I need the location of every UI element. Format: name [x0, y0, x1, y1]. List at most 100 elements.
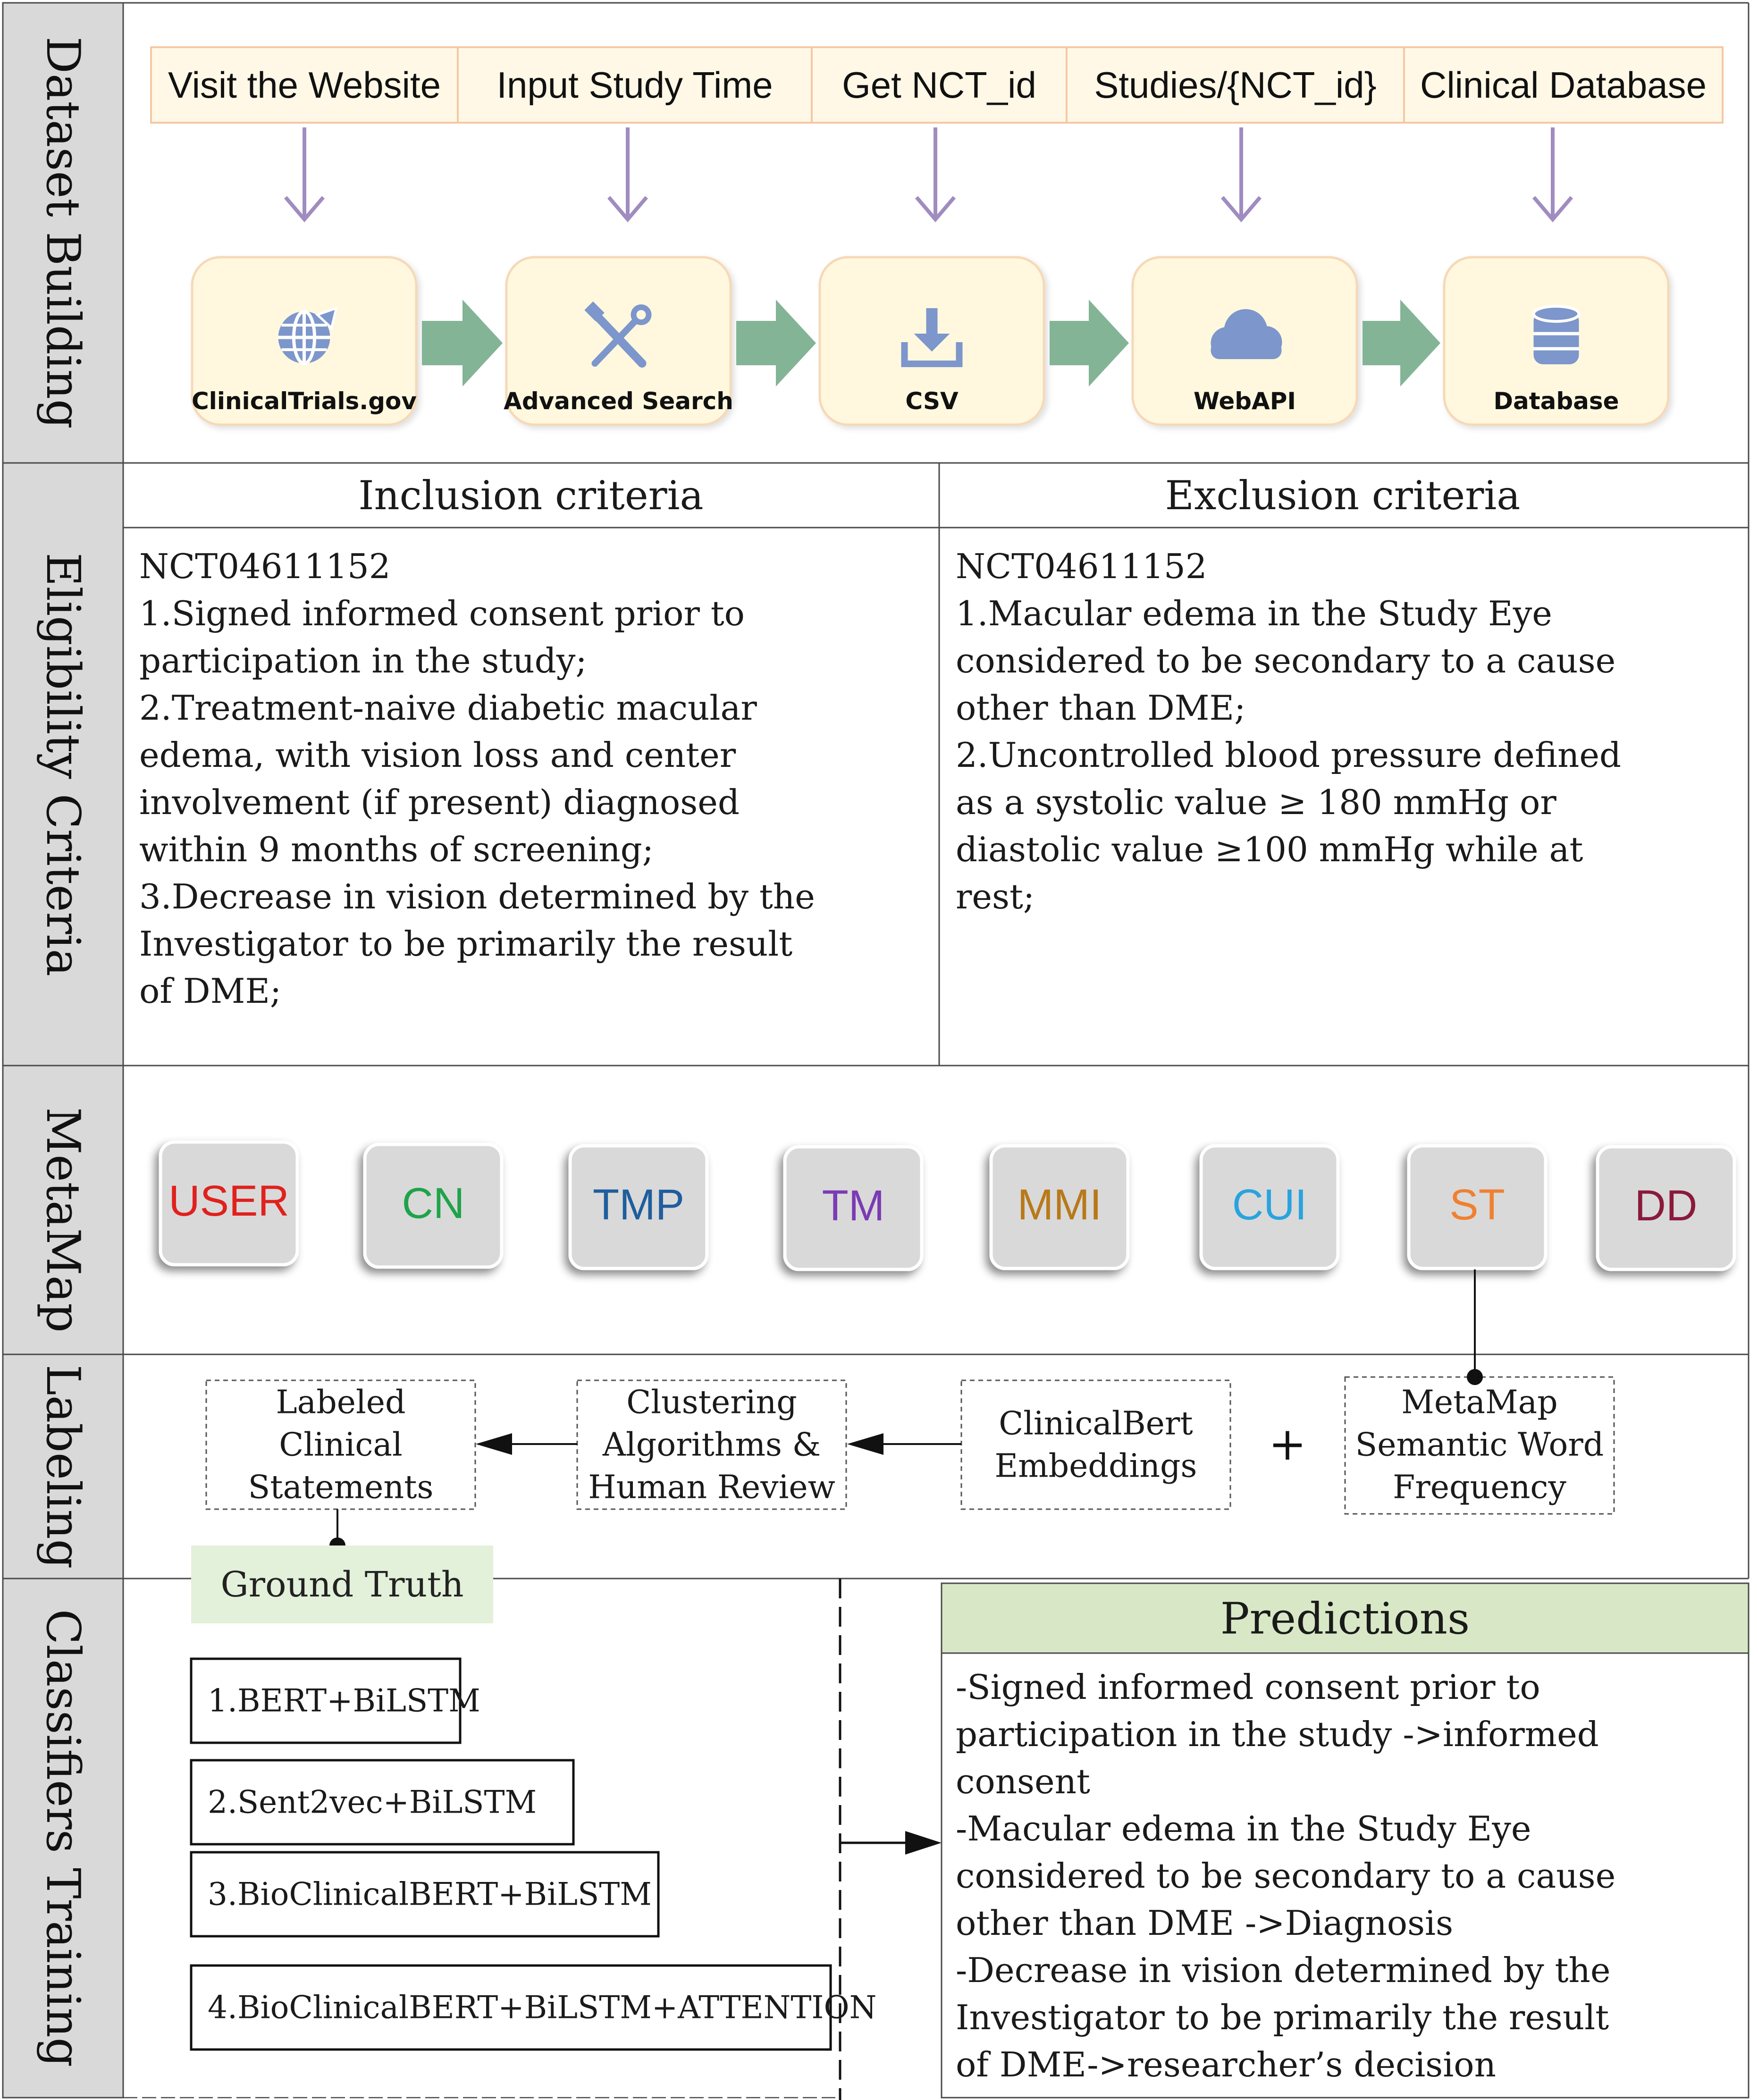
labeled-statements-line: Labeled — [276, 1384, 406, 1421]
metamap-tag-label: TMP — [593, 1181, 684, 1229]
step-down-arrow-head — [915, 196, 956, 223]
metamap-tag-label: ST — [1449, 1181, 1505, 1229]
section-label-classifiers-training: Classifiers Training — [36, 1609, 90, 2067]
inclusion-criteria-line: participation in the study; — [139, 641, 587, 680]
section-label-eligibility-criteria: Eligibility Criteria — [36, 553, 90, 976]
classifier-model-box — [190, 1851, 660, 1938]
step-box — [1403, 46, 1724, 124]
section-label-bg-labeling — [2, 1353, 124, 1579]
inclusion-criteria-line: involvement (if present) diagnosed — [139, 782, 740, 822]
step-down-arrow-head — [284, 196, 325, 223]
metamap-tag-cn: CN — [363, 1142, 504, 1269]
metamap-tag-box — [989, 1144, 1130, 1270]
inclusion-criteria-line: Investigator to be primarily the result — [139, 924, 792, 964]
section-label-dataset-building: Dataset Building — [36, 36, 90, 428]
step-down-arrow-head — [1532, 196, 1573, 223]
metamap-tags: USER CN TMP TM MMI CUI ST DD — [159, 1140, 1736, 1271]
step-box — [150, 46, 459, 124]
metamap-tag-st: ST — [1407, 1144, 1548, 1270]
metamap-tag-dd: DD — [1596, 1145, 1736, 1271]
clustering-line: Human Review — [588, 1469, 835, 1506]
globe-icon — [278, 306, 338, 365]
metamap-tag-box — [363, 1142, 504, 1269]
metamap-tag-user: USER — [159, 1140, 299, 1267]
predictions-title: Predictions — [1220, 1594, 1470, 1644]
classifier-model: 1.BERT+BiLSTM — [190, 1657, 480, 1744]
exclusion-criteria-line: as a systolic value ≥ 180 mmHg or — [956, 782, 1556, 822]
classifier-model-label: 3.BioClinicalBERT+BiLSTM — [208, 1876, 652, 1913]
classifier-model: 2.Sent2vec+BiLSTM — [190, 1759, 575, 1846]
section-label-bg-metamap — [2, 1065, 124, 1355]
pipeline-node: WebAPI — [1131, 256, 1358, 426]
embeddings-box — [960, 1379, 1231, 1510]
pipeline-node: ClinicalTrials.gov — [191, 256, 418, 426]
arrow-head-labeled — [476, 1433, 512, 1455]
inclusion-criteria-line: 2.Treatment-naive diabetic macular — [139, 688, 757, 728]
metamap-tag-box — [568, 1144, 709, 1270]
step-box — [457, 46, 813, 124]
pipeline-node-label: ClinicalTrials.gov — [192, 387, 417, 415]
pipeline-node: Database — [1443, 256, 1670, 426]
embeddings-line: Embeddings — [995, 1448, 1197, 1485]
inclusion-criteria-title: Inclusion criteria — [358, 472, 703, 519]
prediction-line: -Decrease in vision determined by the — [956, 1950, 1610, 1990]
prediction-line: -Signed informed consent prior to — [956, 1667, 1540, 1707]
inclusion-criteria-line: edema, with vision loss and center — [139, 735, 736, 775]
metamap-tag-tmp: TMP — [568, 1144, 709, 1270]
metamap-tag-box — [1596, 1145, 1736, 1271]
classifier-model-label: 4.BioClinicalBERT+BiLSTM+ATTENTION — [208, 1990, 876, 2026]
metamap-tag-label: CUI — [1232, 1181, 1307, 1229]
step-box — [811, 46, 1068, 124]
labeled-statements-line: Clinical — [279, 1427, 402, 1464]
step-down-arrow-head — [1220, 196, 1262, 223]
classifier-model-box — [190, 1759, 575, 1846]
semantic-frequency-line: Frequency — [1393, 1469, 1566, 1506]
classifier-models: 1.BERT+BiLSTM 2.Sent2vec+BiLSTM 3.BioClini… — [190, 1657, 876, 2051]
exclusion-criteria-line: NCT04611152 — [956, 546, 1207, 586]
metamap-tag-box — [1199, 1144, 1340, 1270]
pipeline-flow-arrow — [422, 300, 503, 386]
clustering-line: Algorithms & — [602, 1427, 821, 1464]
step-down-arrow-head — [607, 196, 648, 223]
predictions-header — [941, 1582, 1750, 1654]
inclusion-criteria-line: 3.Decrease in vision determined by the — [139, 877, 815, 916]
inclusion-criteria-line: within 9 months of screening; — [139, 830, 654, 869]
pipeline-flow-arrow — [736, 300, 816, 386]
section-label-metamap: MetaMap — [36, 1107, 90, 1333]
classifier-model: 4.BioClinicalBERT+BiLSTM+ATTENTION — [190, 1964, 876, 2051]
metamap-tag-box — [159, 1140, 299, 1267]
step-label: Visit the Website — [168, 64, 441, 106]
classifier-model: 3.BioClinicalBERT+BiLSTM — [190, 1851, 660, 1938]
metamap-tag-box — [1407, 1144, 1548, 1270]
st-connector-dot — [1467, 1369, 1483, 1385]
prediction-line: participation in the study ->informed — [956, 1714, 1599, 1754]
section-label-bg-dataset — [2, 2, 124, 464]
classifier-model-label: 1.BERT+BiLSTM — [208, 1683, 480, 1719]
metamap-tag-tm: TM — [783, 1145, 924, 1271]
semantic-frequency-line: Semantic Word — [1355, 1427, 1604, 1464]
classifiers-section: Ground Truth 1.BERT+BiLSTM 2.Sent2vec+BiL… — [190, 1546, 1750, 2100]
step-label: Studies/{NCT_id} — [1094, 64, 1376, 106]
metamap-tag-label: DD — [1635, 1182, 1698, 1230]
inclusion-criteria-line: of DME; — [139, 971, 281, 1011]
metamap-tag-label: MMI — [1018, 1181, 1102, 1229]
exclusion-criteria-line: 2.Uncontrolled blood pressure defined — [956, 735, 1621, 775]
ground-truth-label: Ground Truth — [220, 1564, 463, 1605]
clustering-line: Clustering — [626, 1384, 797, 1421]
tools-icon — [584, 301, 652, 368]
plus-sign: + — [1269, 1418, 1306, 1470]
prediction-line: considered to be secondary to a cause — [956, 1856, 1615, 1896]
pipeline-node-label: CSV — [905, 387, 959, 415]
step-label: Get NCT_id — [842, 64, 1036, 106]
pipeline-flow-arrow — [1050, 300, 1129, 386]
ground-truth-box — [191, 1546, 493, 1623]
semantic-frequency-line: MetaMap — [1401, 1384, 1557, 1421]
labeled-statements-box — [205, 1379, 476, 1510]
